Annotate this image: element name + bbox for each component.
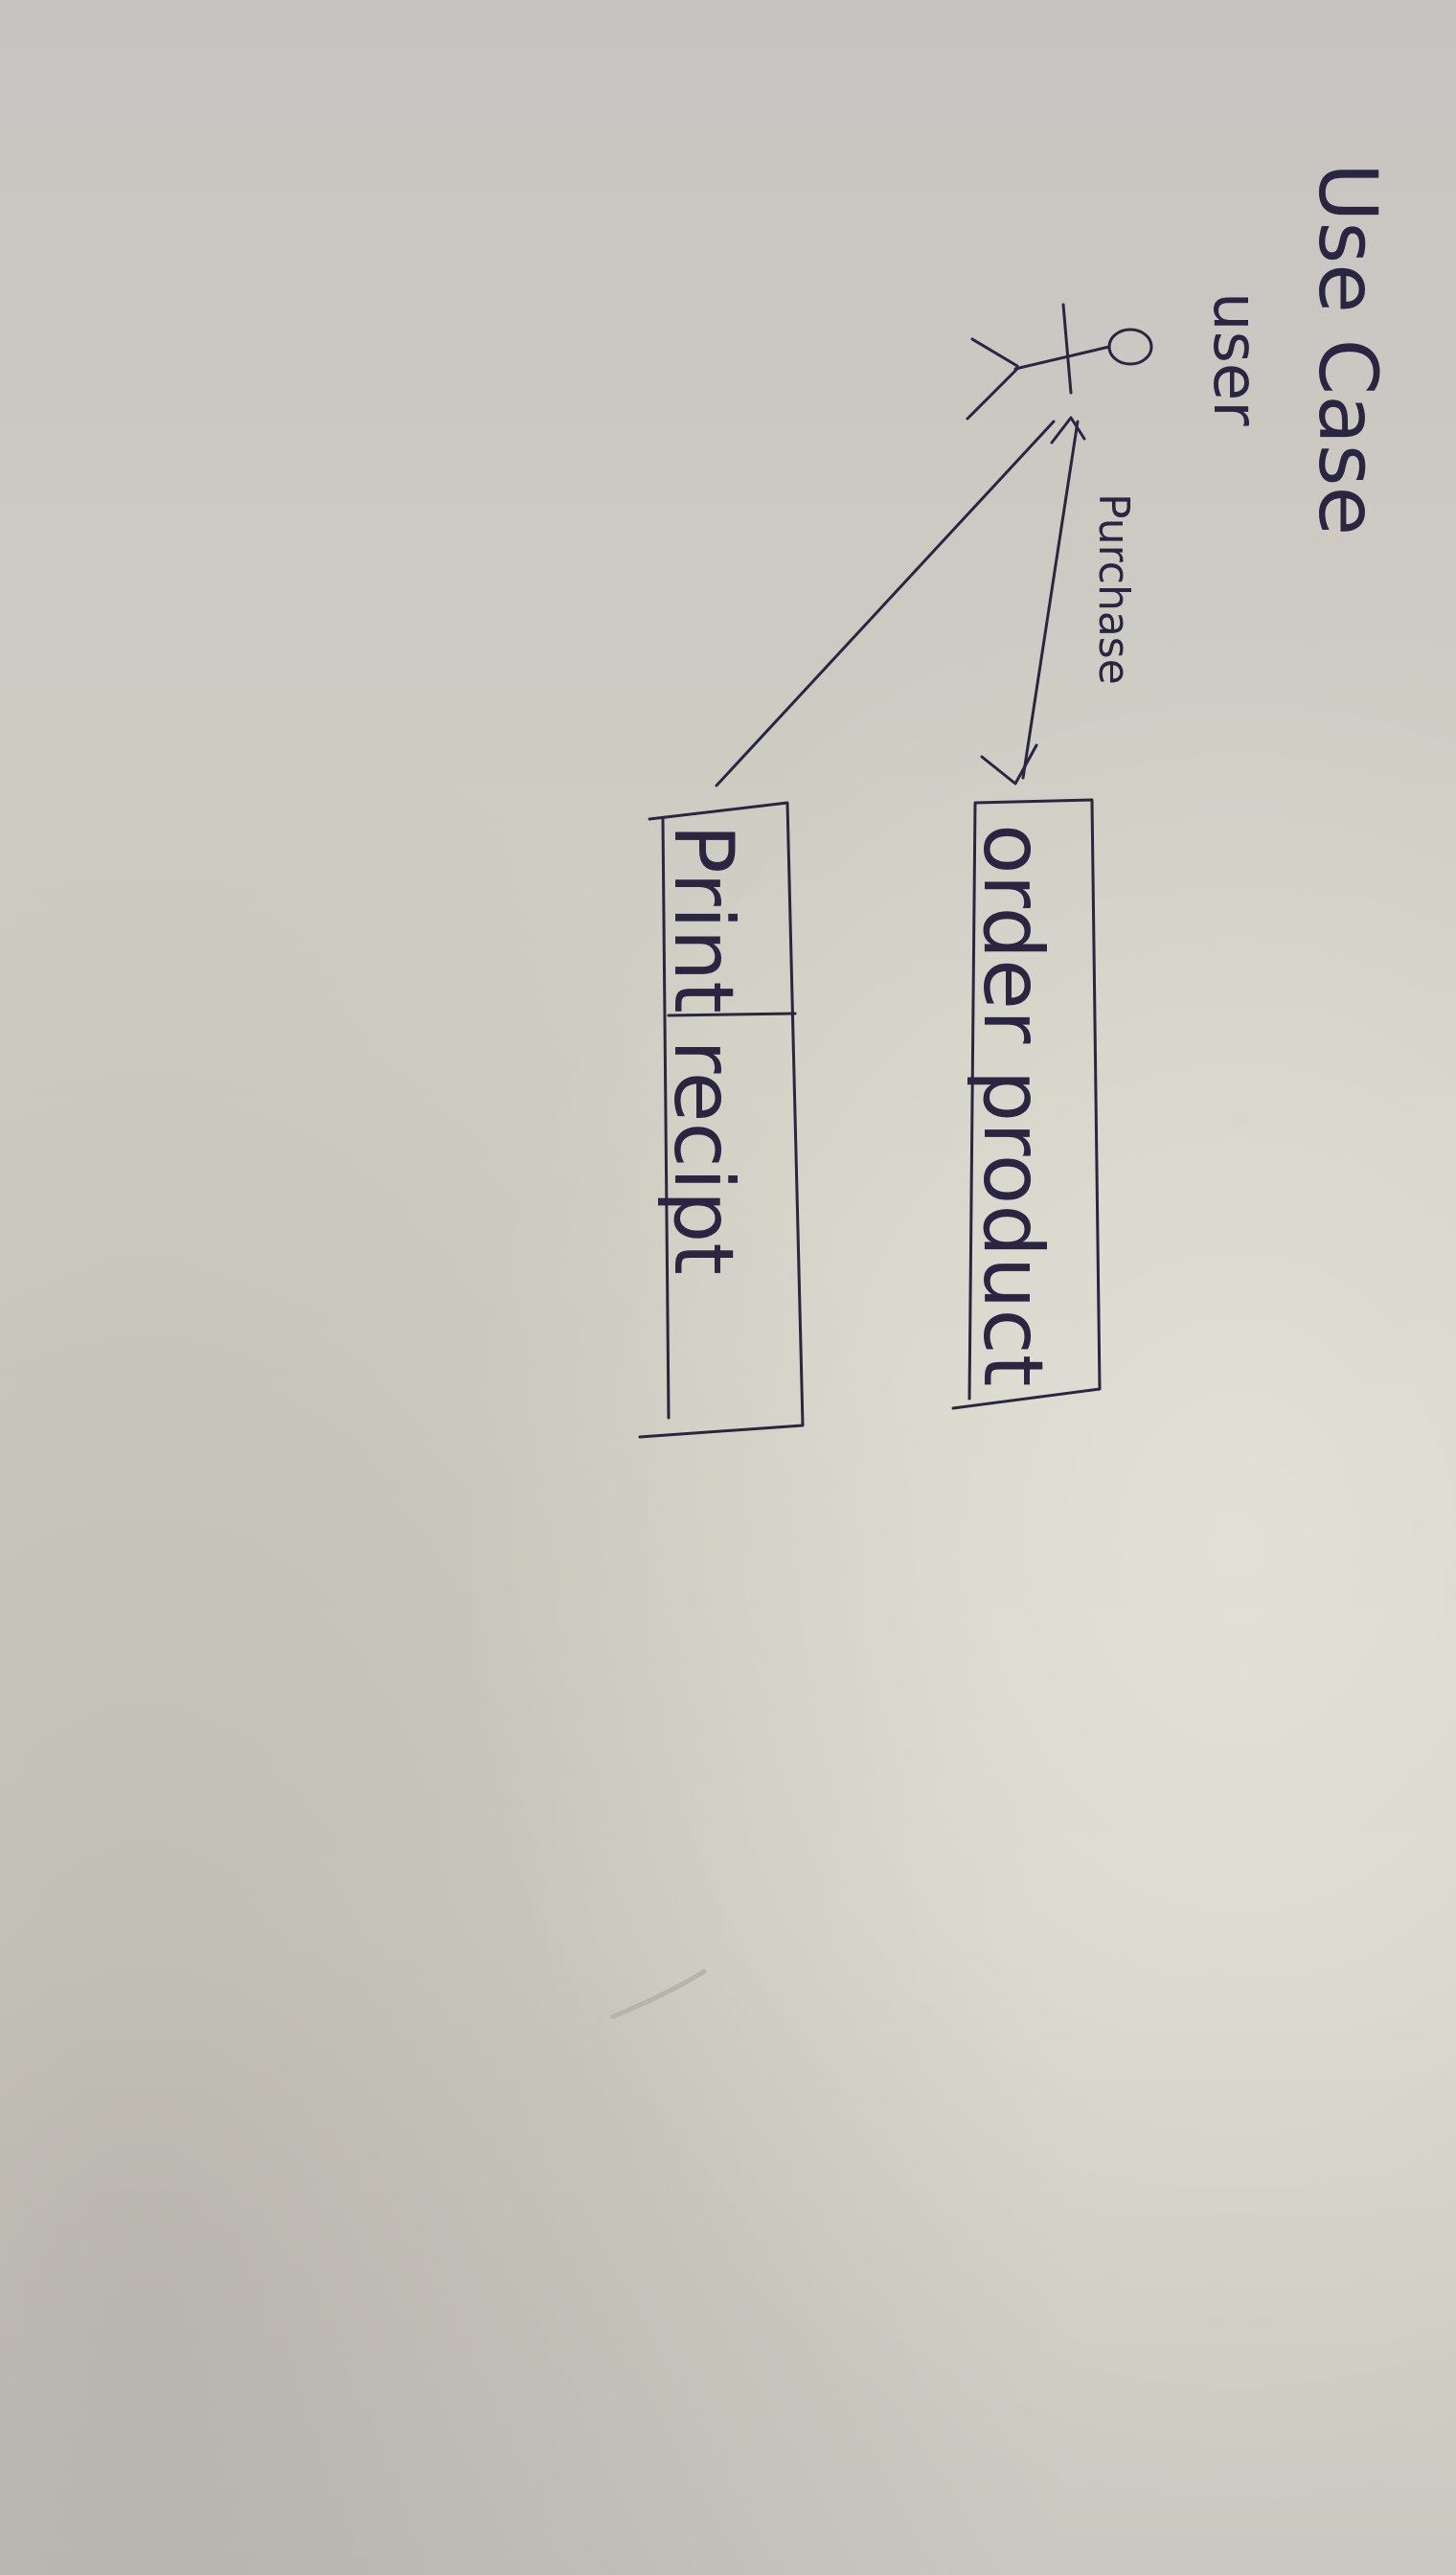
diagram-title: Use Case — [1301, 163, 1395, 536]
association-line-print-receipt — [715, 420, 1056, 787]
use-case-box-print-receipt-divider — [667, 1012, 797, 1017]
association-line-purchase — [1021, 420, 1080, 780]
actor-head — [1107, 328, 1153, 366]
actor-arms — [1061, 303, 1073, 395]
arrowhead-order-product — [980, 743, 1038, 786]
actor-body — [1013, 345, 1111, 371]
use-case-label-order-product: order product — [965, 824, 1060, 1386]
association-label: Purchase — [1089, 493, 1138, 685]
arrowhead-actor — [1050, 416, 1086, 444]
actor-leg-lower — [966, 367, 1019, 421]
paper-crease — [610, 1969, 707, 2019]
use-case-print-receipt: Print recipt — [638, 801, 805, 1439]
use-case-box-order-product — [951, 798, 1102, 1410]
actor-label: user — [1199, 292, 1270, 426]
use-case-order-product: order product — [951, 798, 1102, 1410]
use-case-box-print-receipt — [638, 801, 805, 1439]
actor-leg-upper — [970, 337, 1019, 368]
use-case-label-print-receipt: Print recipt — [655, 824, 751, 1275]
actor-stick-figure — [966, 303, 1153, 421]
